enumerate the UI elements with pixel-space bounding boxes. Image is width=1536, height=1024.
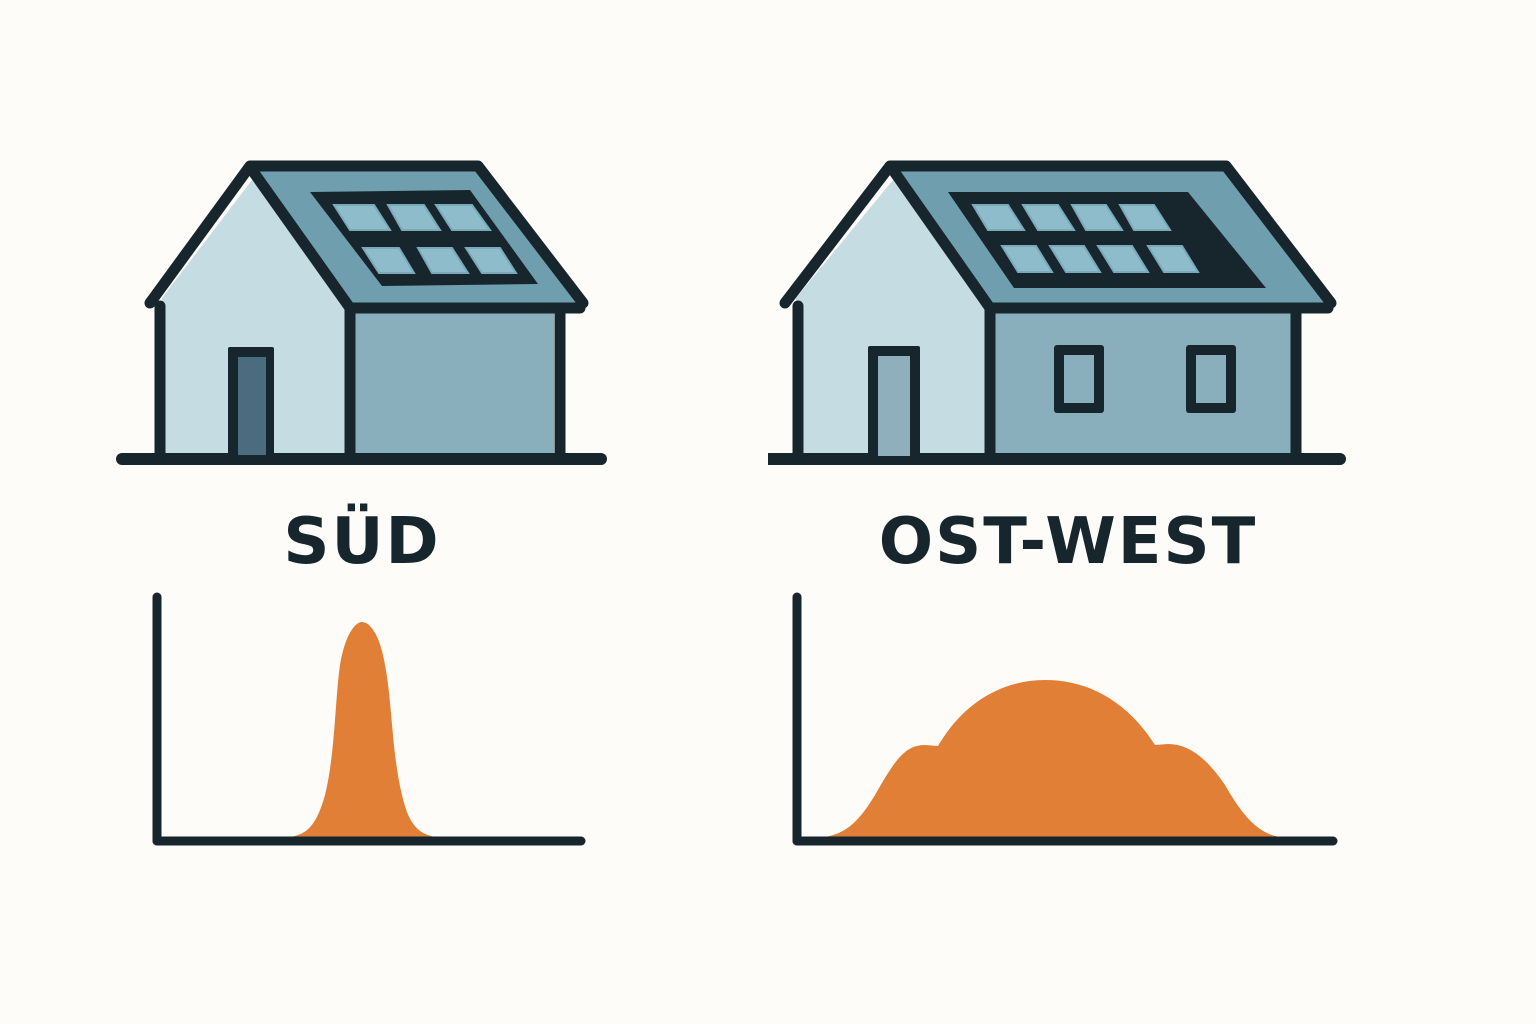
house-south-illustration [116, 160, 607, 465]
production-curve-east-west [810, 680, 1290, 838]
house-side-wall [992, 313, 1296, 457]
solar-panel-array [310, 190, 538, 286]
production-curve-south [275, 622, 450, 838]
door [228, 347, 274, 457]
panel-south: SÜD [116, 160, 607, 846]
door [868, 346, 920, 457]
panel-east-west: OST-WEST [768, 0, 1536, 1024]
solar-panel-array [948, 192, 1266, 288]
production-chart-east-west [792, 592, 1338, 846]
house-gable-wall [162, 180, 348, 457]
window-right [1186, 345, 1236, 413]
house-east-west-illustration [768, 160, 1346, 465]
house-side-wall [350, 313, 554, 457]
window-left [1054, 345, 1104, 413]
house-gable-wall [796, 180, 990, 457]
orientation-label-east-west: OST-WEST [878, 505, 1258, 579]
production-chart-south [152, 592, 586, 846]
orientation-label-south: SÜD [283, 505, 441, 579]
